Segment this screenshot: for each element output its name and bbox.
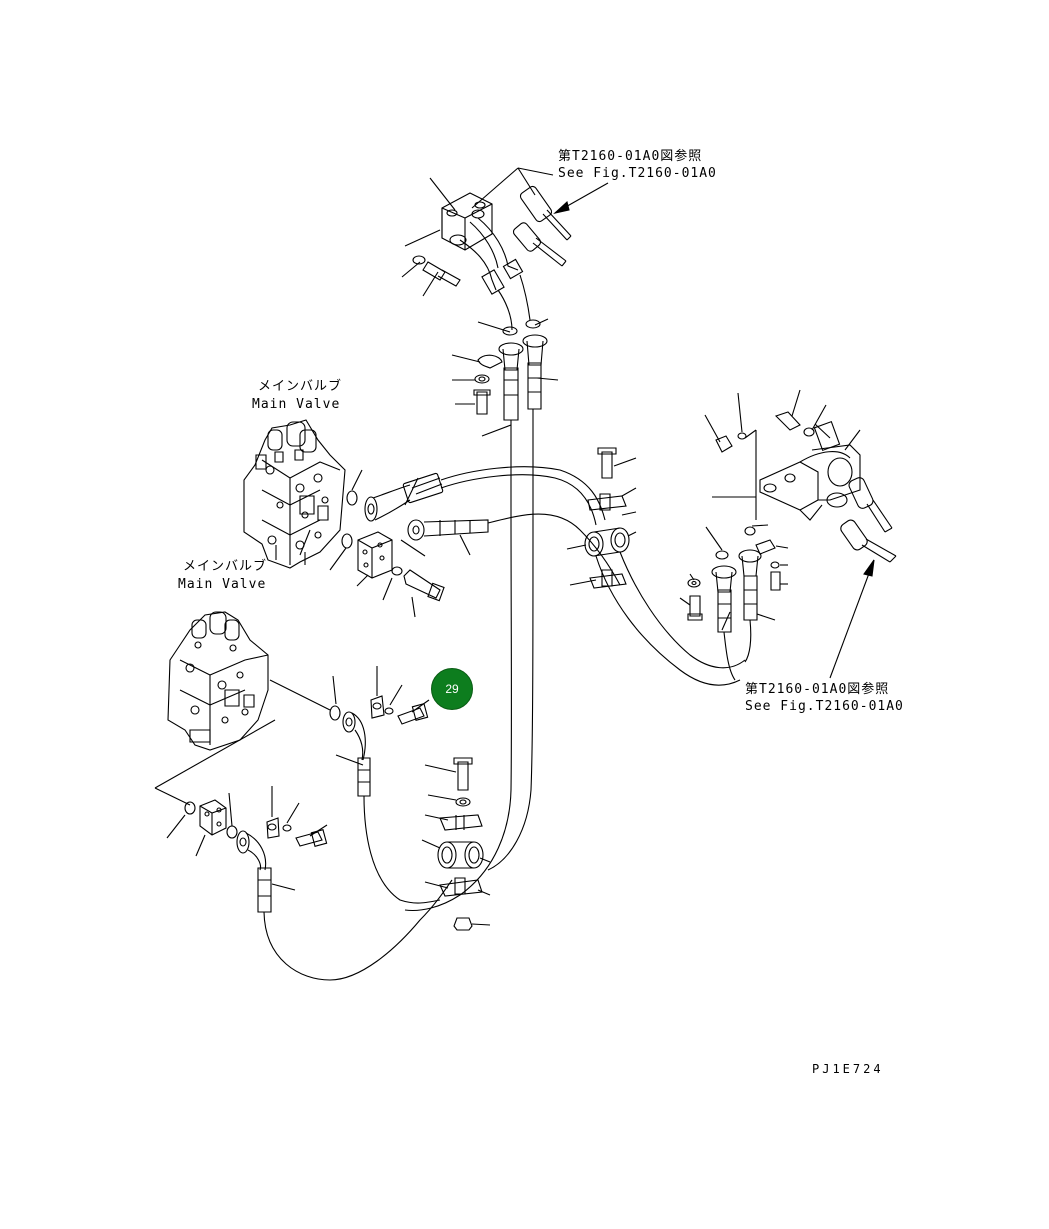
- main-valve-upper-jp: メインバルブ: [258, 379, 343, 394]
- right-reference-jp: 第T2160-01A0図参照: [745, 682, 890, 697]
- upper-valve-fittings: [330, 470, 488, 617]
- main-valve-upper-en: Main Valve: [252, 397, 341, 412]
- part-callout-29[interactable]: 29: [431, 668, 473, 710]
- right-manifold: [705, 390, 896, 678]
- main-valve-lower: [168, 612, 268, 750]
- drawing-code: PJ1E724: [812, 1062, 884, 1076]
- upper-hose-clamp-parts: [452, 355, 558, 436]
- right-reference-en: See Fig.T2160-01A0: [745, 699, 904, 714]
- leader-lines-top: [402, 168, 553, 332]
- lower-valve-fittings: [270, 666, 440, 903]
- main-valve-lower-jp: メインバルブ: [183, 559, 268, 574]
- right-fittings: [680, 525, 788, 680]
- top-ref-hose-ends: [512, 183, 608, 266]
- lower-clamp-stack: [422, 758, 490, 930]
- main-valve-upper: [244, 420, 345, 568]
- vertical-hose-fittings: [405, 335, 547, 910]
- upper-hoses-to-right: [441, 467, 620, 585]
- main-valve-lower-en: Main Valve: [178, 577, 267, 592]
- misc-leaders: [300, 530, 310, 555]
- top-manifold: [442, 193, 530, 330]
- top-fasteners: [413, 256, 540, 335]
- top-reference-jp: 第T2160-01A0図参照: [558, 149, 703, 164]
- middle-clamp-stack: [567, 448, 745, 685]
- top-reference-en: See Fig.T2160-01A0: [558, 166, 717, 181]
- lower-left-fittings: [155, 720, 452, 980]
